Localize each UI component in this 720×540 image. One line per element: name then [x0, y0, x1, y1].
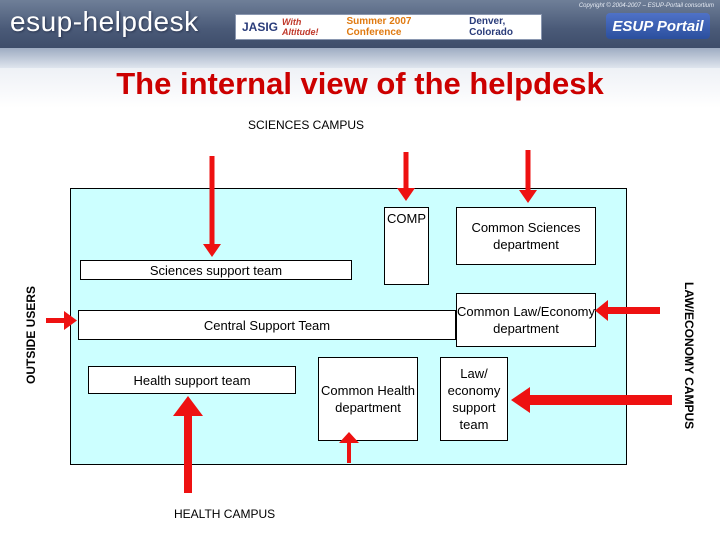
label-health-campus: HEALTH CAMPUS — [174, 507, 276, 521]
health-support-box: Health support team — [88, 366, 296, 394]
banner-jasig: JASIG — [242, 20, 279, 34]
comp-box: COMP — [384, 207, 429, 285]
esup-helpdesk-logo: esup-helpdesk — [10, 6, 199, 37]
header-band — [0, 48, 720, 68]
label-outside-users: OUTSIDE USERS — [24, 285, 38, 384]
esup-portail-logo: ESUP Portail — [606, 13, 710, 39]
banner-conference: Summer 2007 Conference — [346, 16, 412, 38]
common-law-economy-box: Common Law/Economy department — [456, 293, 596, 347]
label-law-economy-campus: LAW/ECONOMY CAMPUS — [682, 282, 696, 430]
banner-location: Denver, Colorado — [469, 16, 513, 38]
slide-title: The internal view of the helpdesk — [116, 66, 604, 101]
header-shade — [0, 68, 720, 108]
conference-banner: JASIG With Altitude! Summer 2007 Confere… — [235, 14, 542, 40]
sciences-support-box: Sciences support team — [80, 260, 352, 280]
banner-altitude: With Altitude! — [282, 17, 319, 37]
common-health-box: Common Health department — [318, 357, 418, 441]
copyright-text: Copyright © 2004-2007 – ESUP-Portail con… — [578, 3, 714, 9]
label-sciences-campus: SCIENCES CAMPUS — [248, 118, 365, 132]
common-sciences-box: Common Sciences department — [456, 207, 596, 265]
central-support-box: Central Support Team — [78, 310, 456, 340]
law-support-box: Law/ economy support team — [440, 357, 508, 441]
